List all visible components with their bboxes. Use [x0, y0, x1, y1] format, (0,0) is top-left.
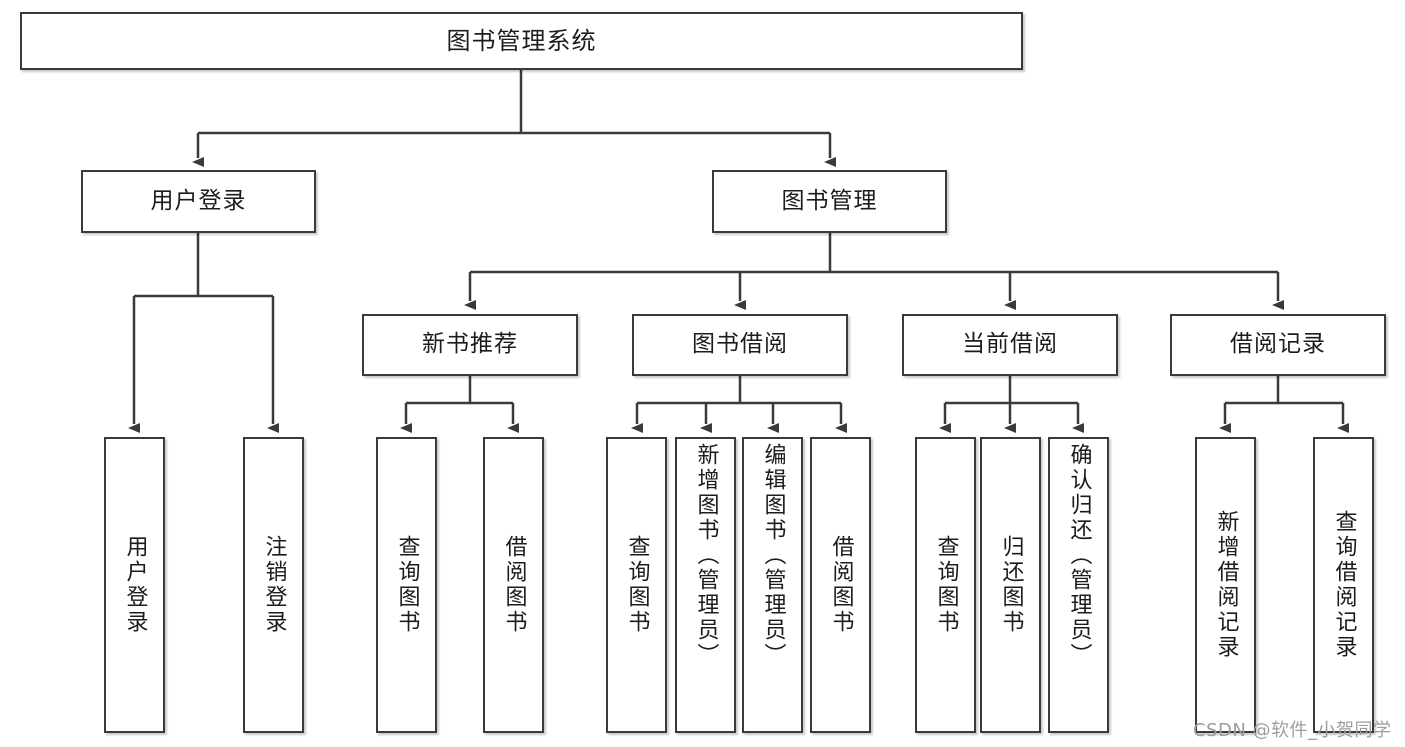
leaf-record-query[interactable]: 查询借阅记录 [1313, 437, 1374, 733]
node-new-book-recommend[interactable]: 新书推荐 [362, 314, 578, 376]
leaf-text-wrap: 新增图书（管理员） [677, 439, 734, 735]
node-user-login[interactable]: 用户登录 [81, 170, 316, 233]
leaf-current-return-book[interactable]: 归还图书 [980, 437, 1041, 733]
node-label: 借阅图书 [501, 535, 527, 635]
node-label: 图书管理系统 [446, 26, 597, 55]
leaf-user-logout[interactable]: 注销登录 [243, 437, 304, 733]
leaf-text-wrap: 查询图书 [608, 439, 665, 731]
node-label: 编辑图书（管理员） [760, 443, 786, 668]
leaf-text-wrap: 确认归还（管理员） [1050, 439, 1107, 735]
node-root-system[interactable]: 图书管理系统 [20, 12, 1023, 70]
leaf-record-add[interactable]: 新增借阅记录 [1195, 437, 1256, 733]
node-label: 新书推荐 [422, 331, 518, 358]
leaf-text-wrap: 借阅图书 [485, 439, 542, 731]
leaf-text-wrap: 归还图书 [982, 439, 1039, 731]
leaf-text-wrap: 查询图书 [917, 439, 974, 731]
node-label: 借阅图书 [828, 535, 854, 635]
leaf-text-wrap: 用户登录 [106, 439, 163, 731]
node-label: 注销登录 [261, 535, 287, 635]
node-label: 图书管理 [781, 187, 878, 214]
leaf-borrow-edit-book[interactable]: 编辑图书（管理员） [742, 437, 803, 733]
node-label: 新增借阅记录 [1213, 510, 1239, 660]
leaf-text-wrap: 注销登录 [245, 439, 302, 731]
node-label: 确认归还（管理员） [1066, 443, 1092, 668]
leaf-user-login[interactable]: 用户登录 [104, 437, 165, 733]
leaf-text-wrap: 新增借阅记录 [1197, 439, 1254, 731]
node-current-borrow[interactable]: 当前借阅 [902, 314, 1118, 376]
node-label: 用户登录 [150, 187, 247, 214]
node-label: 查询图书 [624, 535, 650, 635]
node-book-borrow[interactable]: 图书借阅 [632, 314, 848, 376]
leaf-text-wrap: 借阅图书 [812, 439, 869, 731]
node-book-management[interactable]: 图书管理 [712, 170, 947, 233]
csdn-watermark: CSDN @软件_小贺同学 [1193, 716, 1392, 742]
leaf-current-query-book[interactable]: 查询图书 [915, 437, 976, 733]
leaf-text-wrap: 编辑图书（管理员） [744, 439, 801, 735]
node-label: 当前借阅 [962, 331, 1058, 358]
leaf-text-wrap: 查询图书 [378, 439, 435, 731]
node-label: 归还图书 [998, 535, 1024, 635]
node-label: 借阅记录 [1230, 331, 1326, 358]
node-label: 查询图书 [933, 535, 959, 635]
leaf-borrow-borrow-book[interactable]: 借阅图书 [810, 437, 871, 733]
leaf-new-book-query[interactable]: 查询图书 [376, 437, 437, 733]
watermark-text: CSDN @软件_小贺同学 [1193, 720, 1392, 741]
leaf-new-book-borrow[interactable]: 借阅图书 [483, 437, 544, 733]
node-label: 查询借阅记录 [1331, 510, 1357, 660]
node-label: 用户登录 [122, 535, 148, 635]
node-label: 查询图书 [394, 535, 420, 635]
leaf-current-confirm-return[interactable]: 确认归还（管理员） [1048, 437, 1109, 733]
node-label: 图书借阅 [692, 331, 788, 358]
node-label: 新增图书（管理员） [693, 443, 719, 668]
leaf-borrow-add-book[interactable]: 新增图书（管理员） [675, 437, 736, 733]
leaf-borrow-query-book[interactable]: 查询图书 [606, 437, 667, 733]
node-borrow-record[interactable]: 借阅记录 [1170, 314, 1386, 376]
leaf-text-wrap: 查询借阅记录 [1315, 439, 1372, 731]
